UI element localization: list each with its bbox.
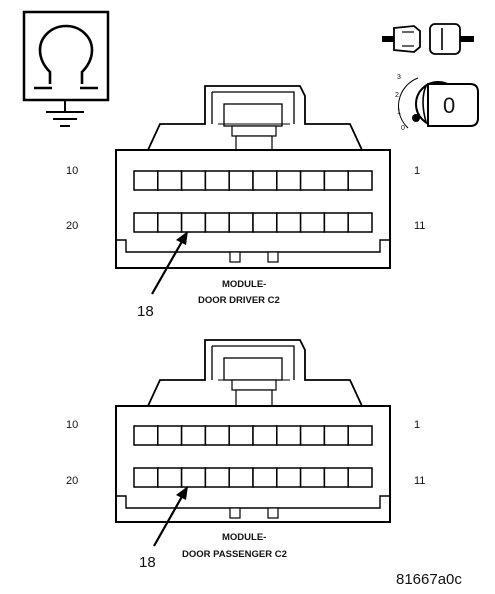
pin-label-11: 11 [414, 220, 425, 232]
pin-label-10: 10 [66, 165, 78, 177]
pin-cavity [180, 170, 207, 191]
pin-cavity [347, 212, 373, 233]
pin-cavity [347, 425, 373, 446]
pin-cavity [252, 467, 278, 488]
pin-label-20: 20 [66, 220, 78, 232]
pin-label-1: 1 [414, 419, 420, 431]
pin-18-callout: 18 [139, 554, 156, 571]
pin-cavity [276, 425, 302, 446]
pin-cavity [133, 425, 159, 446]
pin-cavity [252, 170, 278, 191]
connector-driver: 10 1 20 11 18 MODULE- DOOR DRIVER C2 [66, 85, 425, 320]
connector-passenger: 10 1 20 11 18 MODULE- DOOR PASSENGER C2 [66, 339, 425, 571]
pin-label-20: 20 [66, 475, 78, 487]
pin-cavity [204, 170, 230, 191]
pin-cavity [228, 170, 254, 191]
pin-cavity [276, 212, 302, 233]
pin-cavity [228, 467, 254, 488]
connector-title-line1: MODULE- [222, 279, 266, 290]
pin-cavity [347, 467, 373, 488]
key-position-3: 3 [397, 74, 401, 81]
pin-18-callout: 18 [137, 303, 154, 320]
pin-cavity [299, 170, 326, 191]
pin-label-10: 10 [66, 419, 78, 431]
connector-title-line1: MODULE- [222, 532, 266, 543]
connector-title-line2: DOOR PASSENGER C2 [182, 549, 287, 560]
key-position-0: 0 [401, 125, 405, 132]
connector-unplugged-icon [382, 23, 474, 55]
pin-cavity [299, 212, 326, 233]
pin-cavity [323, 425, 349, 446]
pin-cavity [133, 170, 159, 191]
pin-cavity [133, 212, 159, 233]
pin-cavity [299, 425, 326, 446]
pin-cavity [133, 467, 159, 488]
connector-body [115, 405, 391, 523]
pin-cavity [299, 467, 326, 488]
pin-cavity [204, 425, 230, 446]
pin-cavity [180, 212, 207, 233]
key-position-1: 1 [397, 109, 401, 116]
pin-cavity [157, 212, 183, 233]
pin-cavity [180, 467, 207, 488]
figure-id: 81667a0c [396, 571, 462, 588]
pin-cavity [323, 170, 349, 191]
pin-cavity [228, 425, 254, 446]
pin-cavity [323, 467, 349, 488]
connector-title-line2: DOOR DRIVER C2 [198, 295, 280, 306]
pin-cavity [204, 212, 230, 233]
ohm-ground-icon [22, 10, 110, 127]
pin-cavity [276, 170, 302, 191]
pin-18-callout-arrow [151, 231, 188, 295]
connector-body [115, 149, 391, 269]
key-label: 0 [443, 93, 455, 118]
pin-cavity [157, 170, 183, 191]
pin-cavity [180, 425, 207, 446]
pin-cavity [276, 467, 302, 488]
pin-cavity [157, 467, 183, 488]
pin-cavity [252, 425, 278, 446]
pin-cavity [252, 212, 278, 233]
pin-label-11: 11 [414, 475, 425, 487]
key-position-2: 2 [395, 92, 399, 99]
pin-18-callout-arrow [153, 486, 188, 547]
pin-label-1: 1 [414, 165, 420, 177]
pin-cavity [323, 212, 349, 233]
pin-cavity [157, 425, 183, 446]
ignition-key-icon: 3 2 1 0 0 [395, 74, 479, 132]
pin-cavity [228, 212, 254, 233]
pin-cavity [347, 170, 373, 191]
pin-cavity [204, 467, 230, 488]
